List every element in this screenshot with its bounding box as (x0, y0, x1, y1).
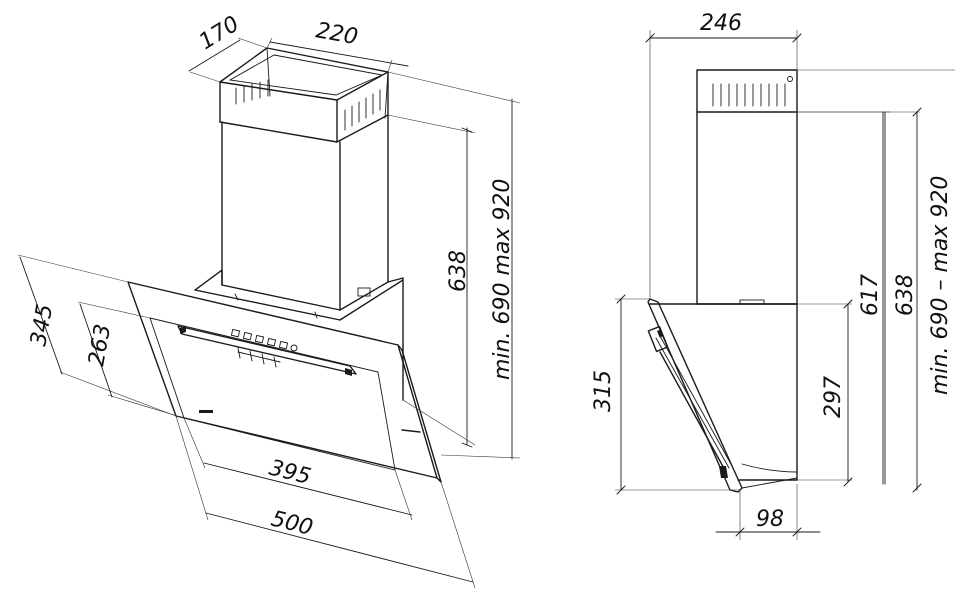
glass-panel (127, 281, 442, 483)
dim-638-right (797, 111, 920, 485)
dim-345 (17, 254, 177, 417)
dim-500 (175, 415, 476, 589)
label-500: 500 (269, 507, 316, 541)
label-395: 395 (267, 456, 314, 490)
hood-body (194, 269, 404, 401)
dim-690-920-left (387, 71, 521, 460)
dim-98 (715, 484, 821, 540)
dim-638-left (387, 114, 476, 448)
label-617: 617 (858, 274, 883, 316)
dim-263 (77, 301, 185, 419)
label-98: 98 (756, 507, 784, 532)
dim-315 (615, 294, 740, 495)
isometric-view: 170 220 638 min. 690 max 920 345 263 395… (17, 12, 521, 589)
control-panel (177, 325, 357, 376)
chimney-duct (219, 47, 389, 311)
duct-screw (787, 76, 793, 82)
dim-297 (797, 299, 853, 487)
label-220: 220 (314, 18, 360, 50)
label-170: 170 (195, 12, 244, 55)
dim-395 (183, 417, 413, 521)
dim-170 (188, 37, 268, 83)
label-315: 315 (591, 370, 616, 412)
side-vent-slots (712, 83, 786, 107)
dim-220 (266, 37, 409, 73)
dim-246 (645, 30, 802, 300)
side-hood (647, 298, 798, 493)
dim-690-920-right (797, 69, 955, 493)
label-690-920-left: min. 690 max 920 (490, 179, 515, 380)
side-view: 246 617 638 min. 690 – max 920 315 297 9… (591, 11, 955, 540)
duct-vent-slots-right (344, 89, 381, 131)
label-690-920-right: min. 690 – max 920 (928, 176, 953, 395)
label-246: 246 (700, 11, 742, 36)
label-638-right: 638 (893, 274, 918, 316)
duct-vent-slots-left (235, 79, 269, 105)
label-345: 345 (26, 302, 58, 348)
side-duct (696, 69, 798, 305)
label-638-left: 638 (446, 250, 471, 292)
label-297: 297 (821, 376, 846, 418)
